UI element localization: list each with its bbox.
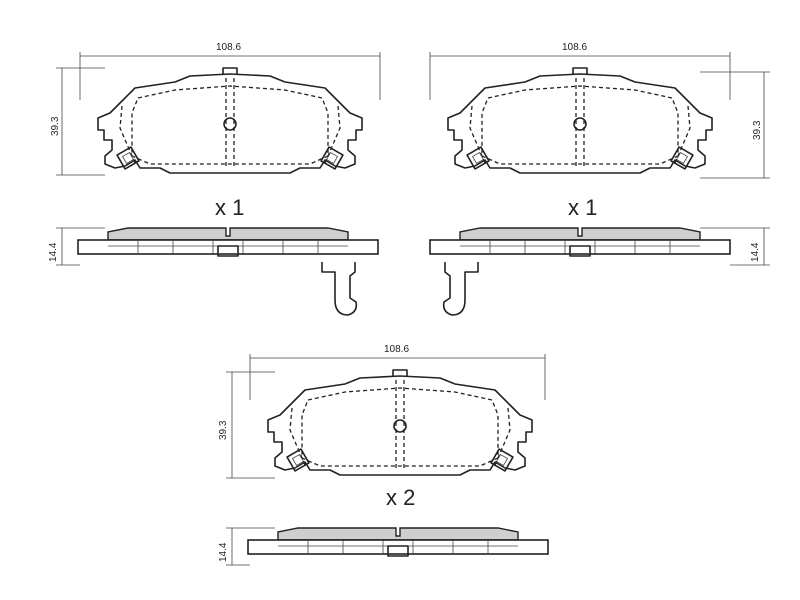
pad-front-view xyxy=(267,369,533,476)
sensor-hook xyxy=(442,262,479,316)
pad-front-view xyxy=(97,67,363,174)
pad-side-view xyxy=(247,527,549,557)
thickness-dimension: 14.4 xyxy=(218,527,275,566)
pad-front-view xyxy=(447,67,713,174)
view-top-left: 108.6 39.3 x 1 14.4 xyxy=(48,42,381,316)
height-dimension: 39.3 xyxy=(50,67,105,176)
width-dimension: 108.6 xyxy=(249,344,546,400)
view-bottom: 108.6 39.3 x 2 14.4 xyxy=(218,344,549,566)
sensor-hook xyxy=(321,262,358,316)
width-label: 108.6 xyxy=(216,42,241,53)
thickness-dimension: 14.4 xyxy=(700,227,770,266)
width-label: 108.6 xyxy=(384,344,409,355)
width-dimension: 108.6 xyxy=(429,42,731,100)
height-label: 39.3 xyxy=(752,120,763,140)
quantity-label: x 1 xyxy=(215,195,244,220)
quantity-label: x 2 xyxy=(386,485,415,510)
thickness-label: 14.4 xyxy=(218,542,229,562)
view-top-right: 108.6 39.3 x 1 14.4 xyxy=(429,42,770,316)
quantity-label: x 1 xyxy=(568,195,597,220)
height-dimension: 39.3 xyxy=(218,371,275,479)
thickness-dimension: 14.4 xyxy=(48,227,105,266)
thickness-label: 14.4 xyxy=(750,242,761,262)
height-dimension: 39.3 xyxy=(700,71,770,179)
height-label: 39.3 xyxy=(218,420,229,440)
height-label: 39.3 xyxy=(50,116,61,136)
width-dimension: 108.6 xyxy=(79,42,381,100)
pad-side-view xyxy=(77,227,379,257)
width-label: 108.6 xyxy=(562,42,587,53)
pad-side-view xyxy=(429,227,731,257)
thickness-label: 14.4 xyxy=(48,242,59,262)
